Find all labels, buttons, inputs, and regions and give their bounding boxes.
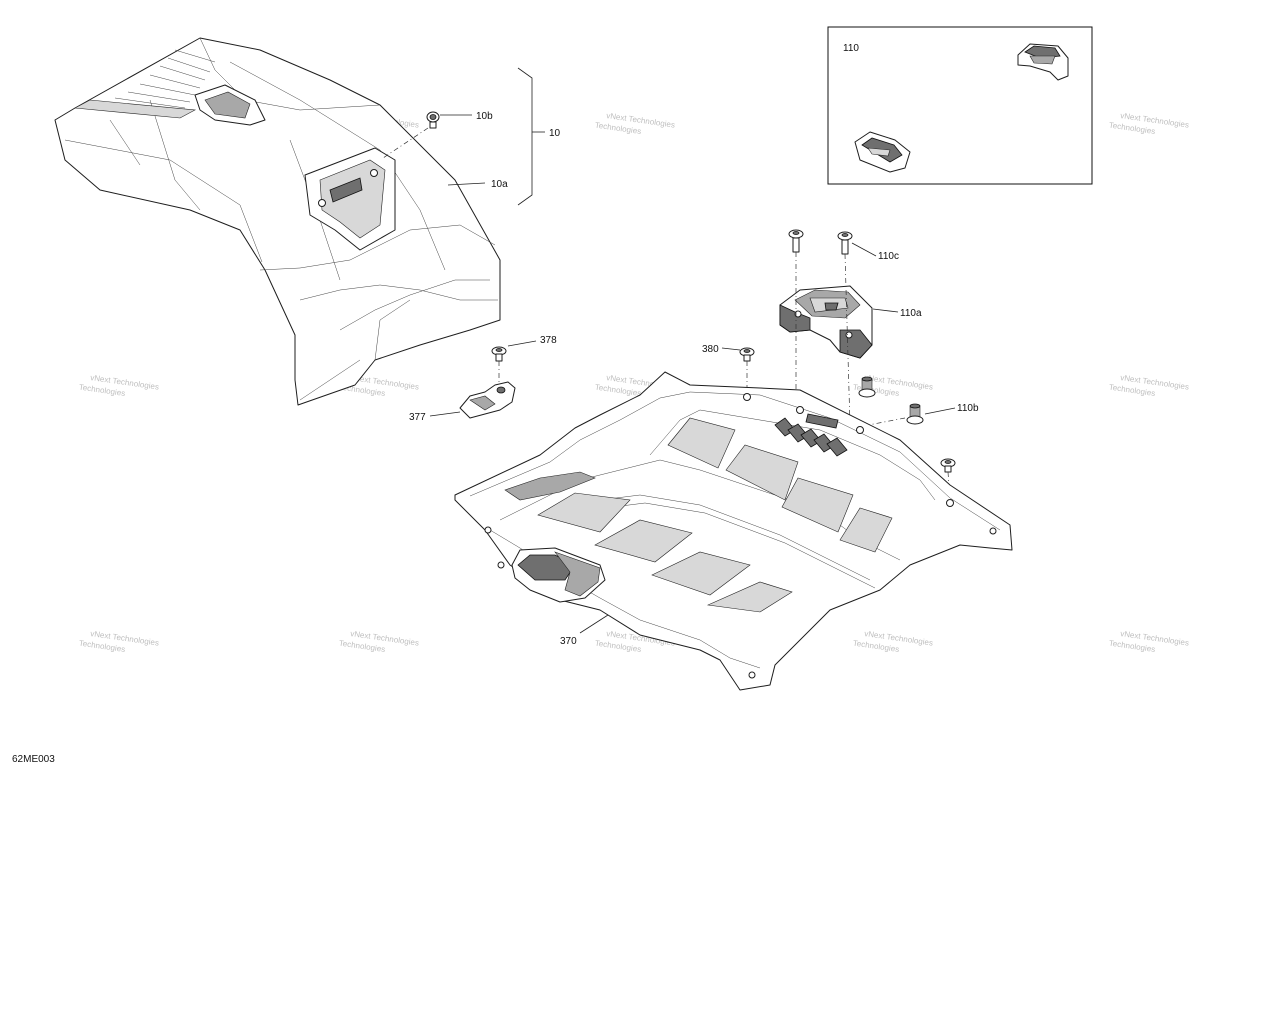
inset-box-110 (827, 26, 1093, 185)
callout-110c: 110c (878, 251, 899, 262)
callout-bracket-10 (447, 67, 545, 206)
fastener-380 (721, 347, 755, 395)
callout-110b: 110b (957, 403, 979, 414)
inserts-110b (799, 308, 956, 439)
callout-110a: 110a (900, 308, 922, 319)
screws-110c (788, 229, 877, 426)
callout-380: 380 (702, 344, 719, 355)
callout-370: 370 (560, 636, 577, 647)
fastener-right (940, 458, 956, 501)
callout-110: 110 (843, 43, 859, 54)
callout-377: 377 (409, 412, 426, 423)
upper-panel-10a (54, 37, 501, 406)
vent-fins (73, 49, 216, 119)
callout-labels: 10b 10 10a 110 110c 110a 110b 380 378 37… (409, 43, 979, 647)
callout-10: 10 (549, 128, 561, 139)
callout-10b: 10b (476, 111, 493, 122)
skid-plate-370 (454, 371, 1013, 691)
drawing-code: 62ME003 (12, 754, 55, 765)
fastener-378 (491, 340, 537, 390)
callout-378: 378 (540, 335, 557, 346)
callout-10a: 10a (491, 179, 508, 190)
clip-377 (429, 381, 516, 419)
handle-110a (779, 285, 873, 359)
fastener-10b (382, 111, 472, 159)
